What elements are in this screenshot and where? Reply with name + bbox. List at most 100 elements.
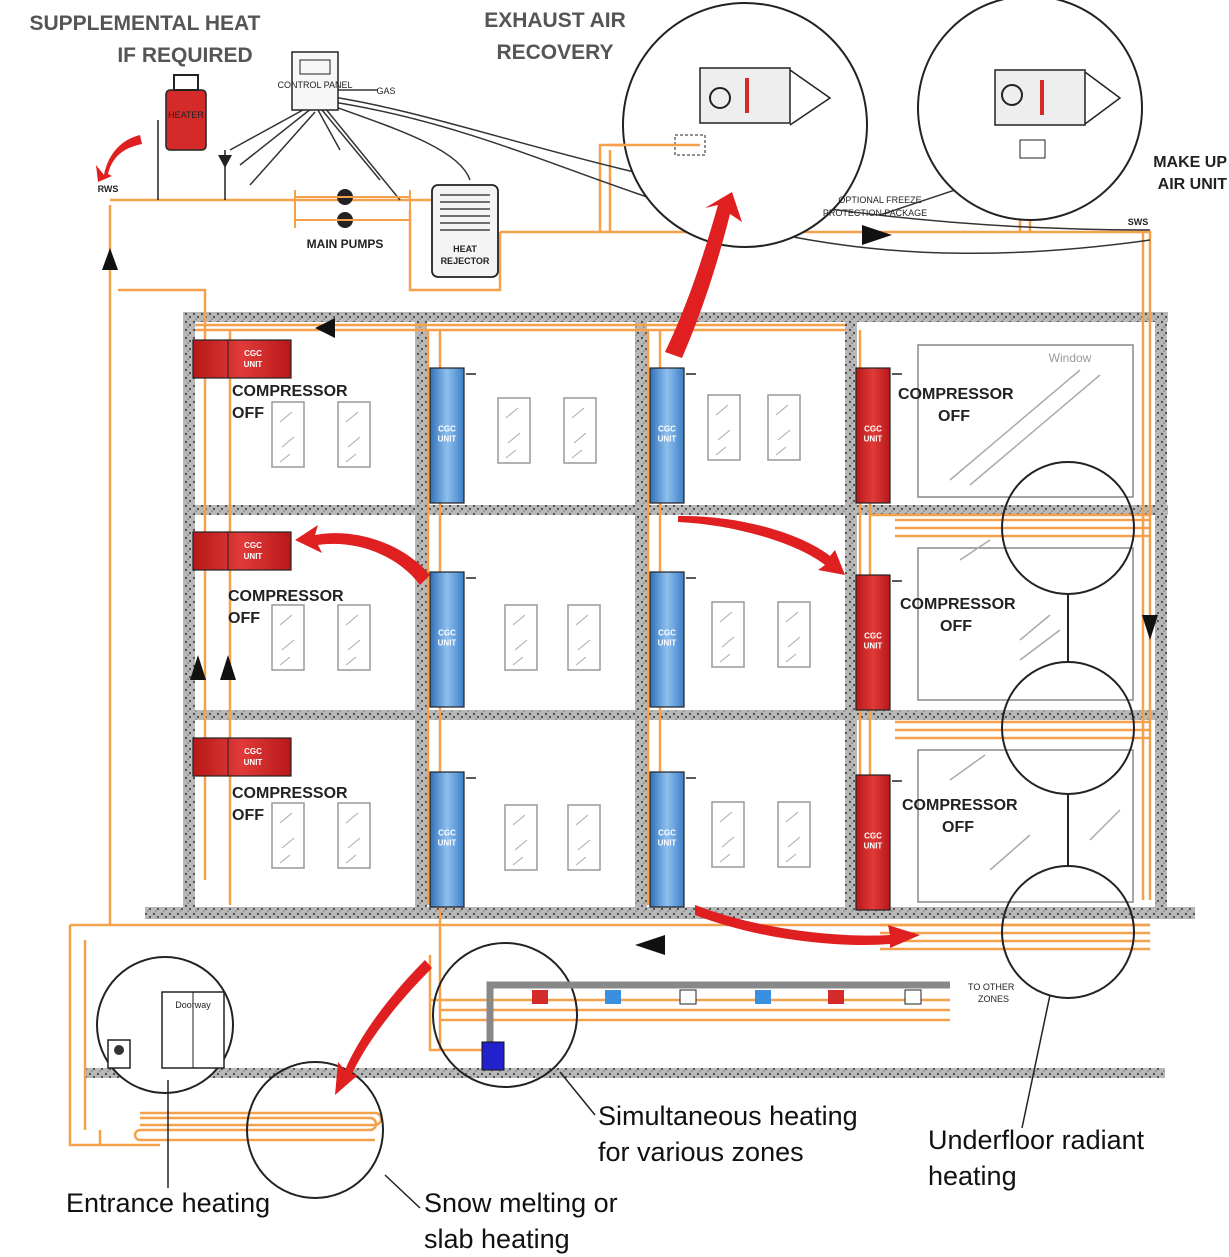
- cgc-unit-label: CGC: [438, 829, 456, 838]
- simultaneous-heating-line-2: for various zones: [598, 1137, 804, 1167]
- heat-rejector-label-1: HEAT: [453, 244, 477, 254]
- exhaust-air-line-1: EXHAUST AIR: [484, 9, 626, 32]
- cgc-unit-label: UNIT: [244, 360, 263, 369]
- underfloor-detail-circles: [1001, 461, 1135, 999]
- compressor-labels: COMPRESSOR OFF COMPRESSOR OFF COMPRESSOR…: [228, 383, 1018, 836]
- floor-slab-2: [183, 505, 1168, 515]
- column-1: [183, 312, 195, 912]
- compressor-label-1r-2: OFF: [942, 819, 974, 836]
- room-window-4: [337, 604, 371, 671]
- room-window-7: [497, 397, 531, 464]
- cgc-unit-label: CGC: [864, 425, 882, 434]
- room-window-10: [567, 604, 601, 671]
- room-window-12: [567, 804, 601, 871]
- compressor-label-2r-2: OFF: [940, 618, 972, 635]
- control-panel: CONTROL PANEL GAS: [277, 51, 396, 111]
- room-windows: [271, 394, 811, 871]
- to-other-zones-label-2: ZONES: [978, 994, 1009, 1004]
- makeup-air-title: MAKE UP AIR UNIT: [1112, 152, 1227, 196]
- cgc-unit-label: CGC: [244, 747, 262, 756]
- compressor-label-3r-2: OFF: [938, 408, 970, 425]
- cgc-unit-left-1: CGC UNIT: [192, 339, 292, 379]
- cgc-unit-label: UNIT: [244, 758, 263, 767]
- supplemental-heat-line-1: SUPPLEMENTAL HEAT: [29, 12, 261, 35]
- snow-melting-line-2: slab heating: [424, 1224, 570, 1254]
- compressor-label-2r-1: COMPRESSOR: [900, 596, 1016, 613]
- cgc-unit-label: CGC: [244, 349, 262, 358]
- heat-transfer-arrows: [96, 135, 920, 1095]
- column-2: [415, 320, 427, 912]
- snow-melting-line-1: Snow melting or: [424, 1188, 618, 1218]
- flow-arrows: [102, 225, 1158, 955]
- cgc-unit-label: CGC: [658, 829, 676, 838]
- cgc-unit-label: UNIT: [438, 839, 457, 848]
- cgc-unit-label: CGC: [438, 425, 456, 434]
- simultaneous-heating-caption: Simultaneous heating for various zones: [598, 1098, 858, 1170]
- floor-slab-1: [183, 710, 1168, 720]
- cgc-unit-label: UNIT: [658, 435, 677, 444]
- exhaust-air-line-2: RECOVERY: [496, 41, 614, 64]
- supplemental-heat-line-2: IF REQUIRED: [117, 44, 253, 67]
- makeup-air-line-1: MAKE UP: [1153, 154, 1227, 171]
- room-window-9: [504, 604, 538, 671]
- red-arrow-basement: [335, 960, 432, 1095]
- window-label: Window: [1049, 351, 1092, 365]
- cgc-unit-label: CGC: [658, 629, 676, 638]
- cgc-unit-label: UNIT: [658, 839, 677, 848]
- room-window-1: [271, 401, 305, 468]
- cgc-units: CGCUNITCGCUNITCGCUNITCGCUNITCGCUNITCGCUN…: [192, 339, 902, 911]
- flow-arrow-left-ground: [635, 935, 665, 955]
- red-arrow-ground: [695, 905, 920, 948]
- room-window-15: [711, 601, 745, 668]
- room-window-2: [337, 401, 371, 468]
- rws-label: RWS: [98, 184, 119, 194]
- entrance-heating-caption: Entrance heating: [66, 1188, 271, 1218]
- sws-label: SWS: [1128, 217, 1149, 227]
- flow-arrow-down-right: [1142, 615, 1158, 640]
- red-arrow-left: [295, 525, 430, 585]
- entrance-detail: Doorway: [96, 956, 234, 1094]
- underfloor-caption: Underfloor radiant heating: [928, 1122, 1144, 1194]
- room-window-3: [271, 604, 305, 671]
- room-window-6: [337, 802, 371, 869]
- heat-rejector: HEAT REJECTOR: [431, 184, 499, 278]
- control-panel-label: CONTROL PANEL: [277, 80, 352, 90]
- supplemental-heat-title: SUPPLEMENTAL HEAT IF REQUIRED: [10, 8, 280, 72]
- cgc-unit-label: UNIT: [438, 639, 457, 648]
- snow-melting-caption: Snow melting or slab heating: [424, 1185, 618, 1257]
- simultaneous-heating-line-1: Simultaneous heating: [598, 1101, 858, 1131]
- cgc-unit-label: CGC: [864, 632, 882, 641]
- gas-label: GAS: [376, 86, 395, 96]
- building-structure: [85, 312, 1195, 1078]
- compressor-label-3l-1: COMPRESSOR: [232, 383, 348, 400]
- cgc-unit-left-3: CGC UNIT: [192, 737, 292, 777]
- flow-arrow-up-2: [220, 655, 236, 680]
- room-window-17: [711, 801, 745, 868]
- flow-arrow-left-roof: [315, 318, 335, 338]
- room-window-13: [707, 394, 741, 461]
- red-arrow-exhaust: [665, 192, 742, 358]
- to-other-zones-label-1: TO OTHER: [968, 982, 1015, 992]
- basement-slab: [85, 1068, 1165, 1078]
- main-pumps: MAIN PUMPS: [294, 189, 411, 251]
- cgc-unit-label: UNIT: [864, 642, 883, 651]
- flow-arrow-right: [862, 225, 892, 245]
- flow-arrow-up-left: [102, 248, 118, 270]
- heater-label: HEATER: [168, 110, 204, 120]
- compressor-label-1r-1: COMPRESSOR: [902, 797, 1018, 814]
- compressor-label-1l-1: COMPRESSOR: [232, 785, 348, 802]
- compressor-label-3r-1: COMPRESSOR: [898, 386, 1014, 403]
- freeze-label-1: OPTIONAL FREEZE: [838, 195, 921, 205]
- snow-melting-detail: [246, 1061, 384, 1199]
- heat-rejector-label-2: REJECTOR: [441, 256, 490, 266]
- makeup-air-detail: [917, 0, 1143, 221]
- freeze-label-2: PROTECTION PACKAGE: [823, 208, 927, 218]
- cgc-unit-label: UNIT: [864, 842, 883, 851]
- red-arrow-right: [678, 515, 845, 575]
